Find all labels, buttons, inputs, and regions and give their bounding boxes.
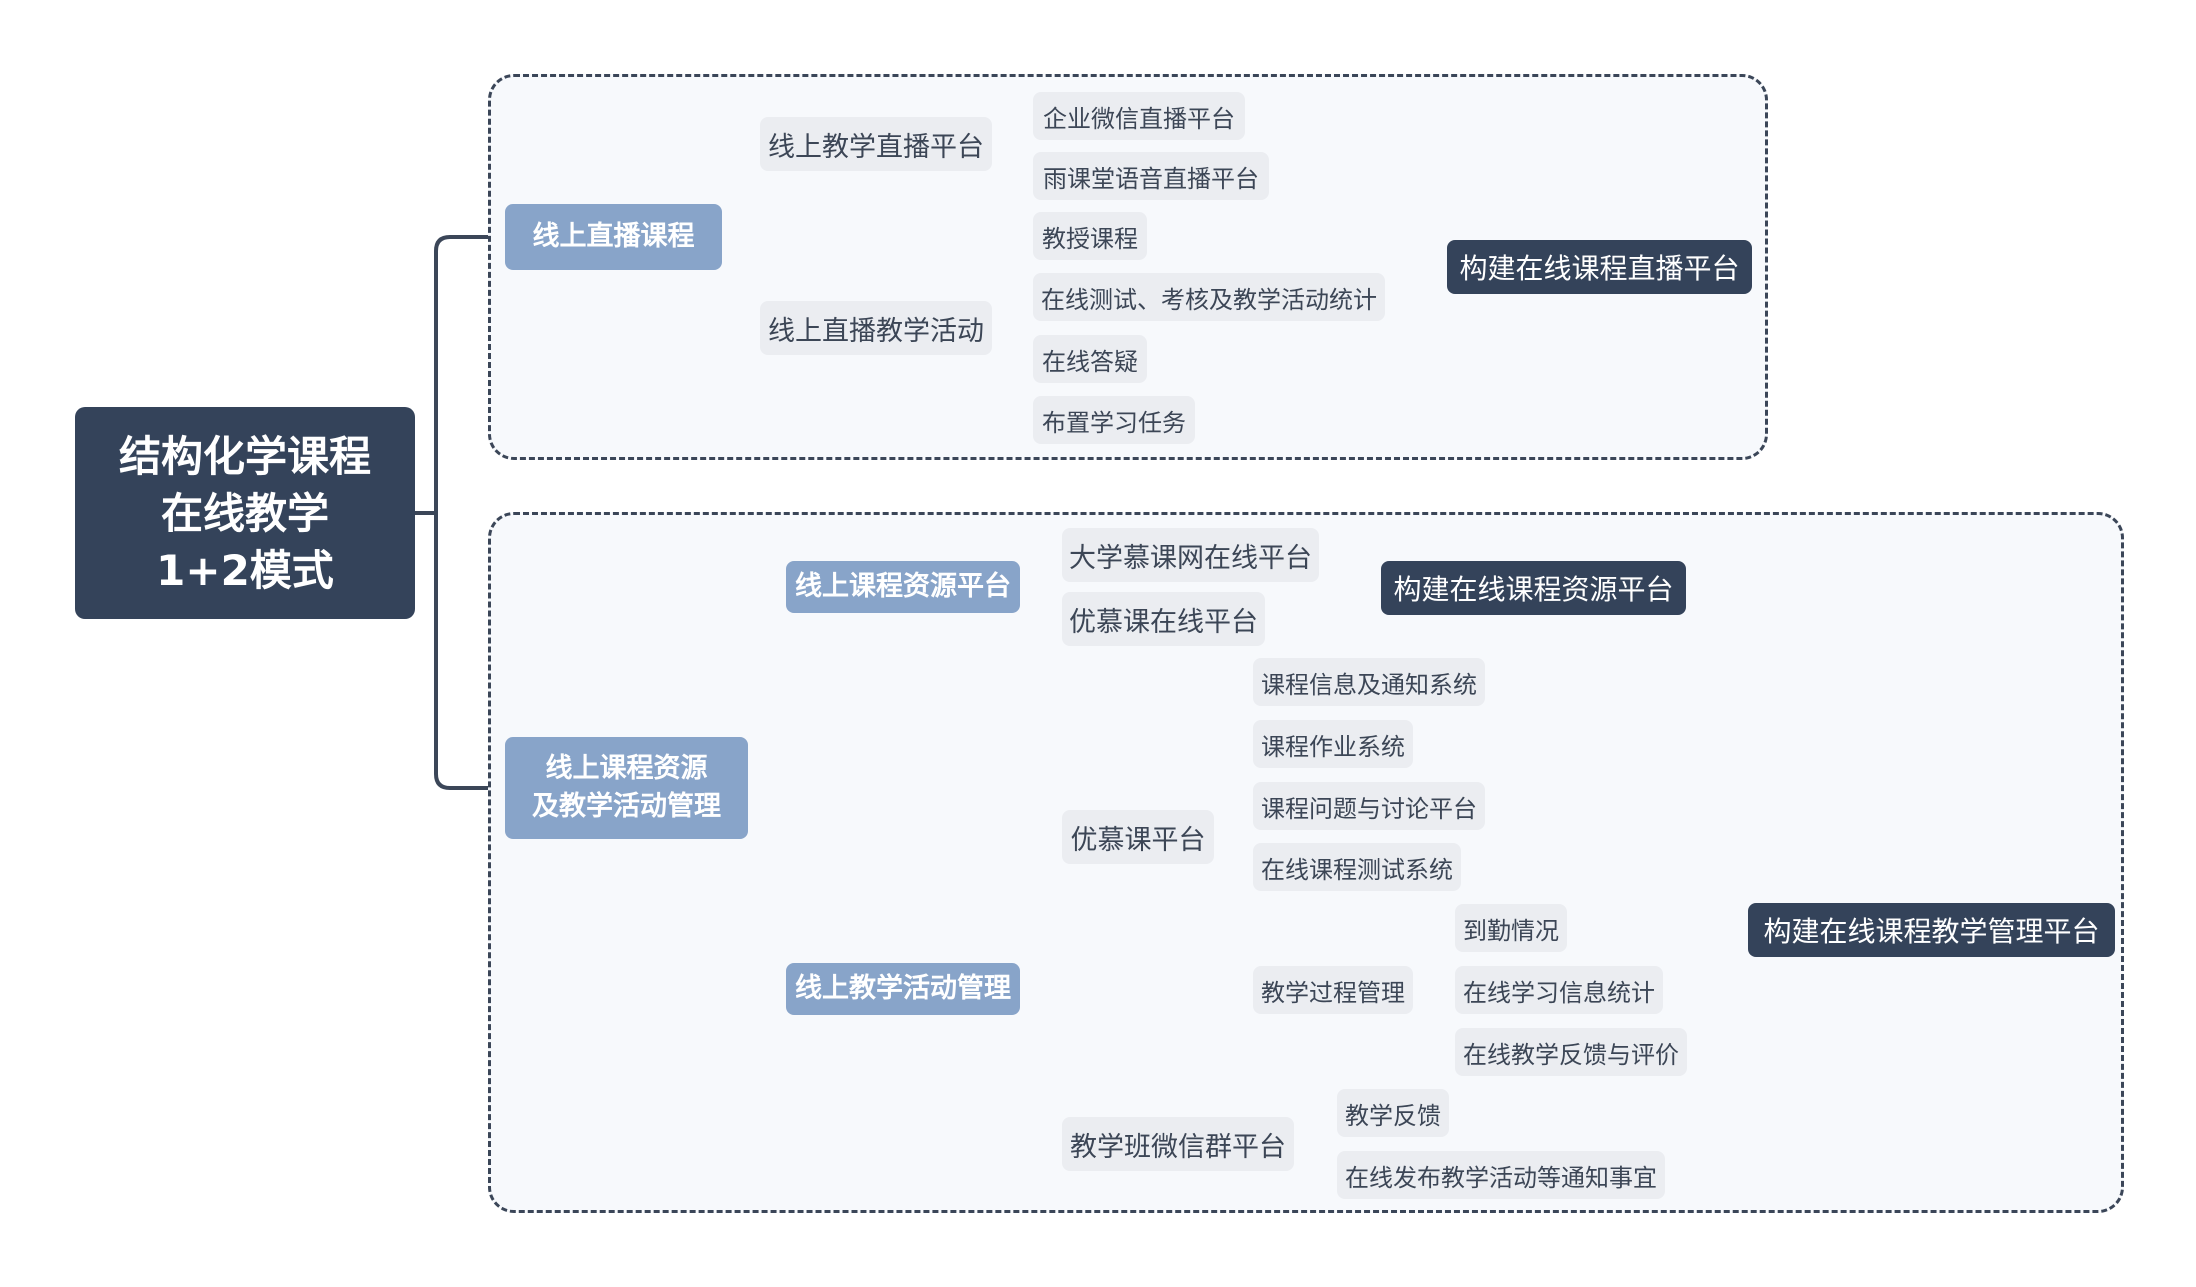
root-line-2: 在线教学 [160,488,329,538]
item-umooc-online[interactable]: 优慕课在线平台 [1062,592,1265,646]
branch-line-1: 线上课程资源 [545,753,708,784]
root-node[interactable]: 结构化学课程 在线教学 1+2模式 [75,407,415,619]
item-learning-stats[interactable]: 在线学习信息统计 [1455,966,1663,1014]
item-publish-notices[interactable]: 在线发布教学活动等通知事宜 [1337,1151,1665,1199]
summary-resource-platform[interactable]: 构建在线课程资源平台 [1381,561,1686,615]
node-wechat-group[interactable]: 教学班微信群平台 [1062,1117,1294,1171]
node-resource-platform[interactable]: 线上课程资源平台 [786,561,1020,613]
branch-resources-management[interactable]: 线上课程资源 及教学活动管理 [505,737,748,839]
item-online-test[interactable]: 在线测试、考核及教学活动统计 [1033,273,1385,321]
item-homework[interactable]: 课程作业系统 [1253,720,1413,768]
item-attendance[interactable]: 到勤情况 [1455,904,1567,952]
item-online-exam[interactable]: 在线课程测试系统 [1253,843,1461,891]
item-online-qa[interactable]: 在线答疑 [1033,335,1147,383]
node-activity-management[interactable]: 线上教学活动管理 [786,963,1020,1015]
node-live-activities[interactable]: 线上直播教学活动 [760,301,992,355]
node-umooc-platform[interactable]: 优慕课平台 [1062,810,1214,864]
node-live-platform[interactable]: 线上教学直播平台 [760,117,992,171]
root-line-3: 1+2模式 [156,545,334,595]
summary-management-platform[interactable]: 构建在线课程教学管理平台 [1748,903,2115,957]
node-process-management[interactable]: 教学过程管理 [1253,966,1413,1014]
item-assign-tasks[interactable]: 布置学习任务 [1033,396,1195,444]
item-discussion[interactable]: 课程问题与讨论平台 [1253,782,1485,830]
branch-live-courses[interactable]: 线上直播课程 [505,204,722,270]
item-teaching-feedback[interactable]: 教学反馈 [1337,1089,1449,1137]
item-course-info[interactable]: 课程信息及通知系统 [1253,658,1485,706]
item-icourse[interactable]: 大学慕课网在线平台 [1062,528,1319,582]
item-wework-live[interactable]: 企业微信直播平台 [1033,92,1245,140]
branch-line-2: 及教学活动管理 [532,791,721,822]
item-teaching[interactable]: 教授课程 [1033,212,1147,260]
summary-live-platform[interactable]: 构建在线课程直播平台 [1447,240,1752,294]
item-rain-classroom[interactable]: 雨课堂语音直播平台 [1033,152,1269,200]
root-line-1: 结构化学课程 [118,431,371,481]
item-feedback-evaluation[interactable]: 在线教学反馈与评价 [1455,1028,1687,1076]
